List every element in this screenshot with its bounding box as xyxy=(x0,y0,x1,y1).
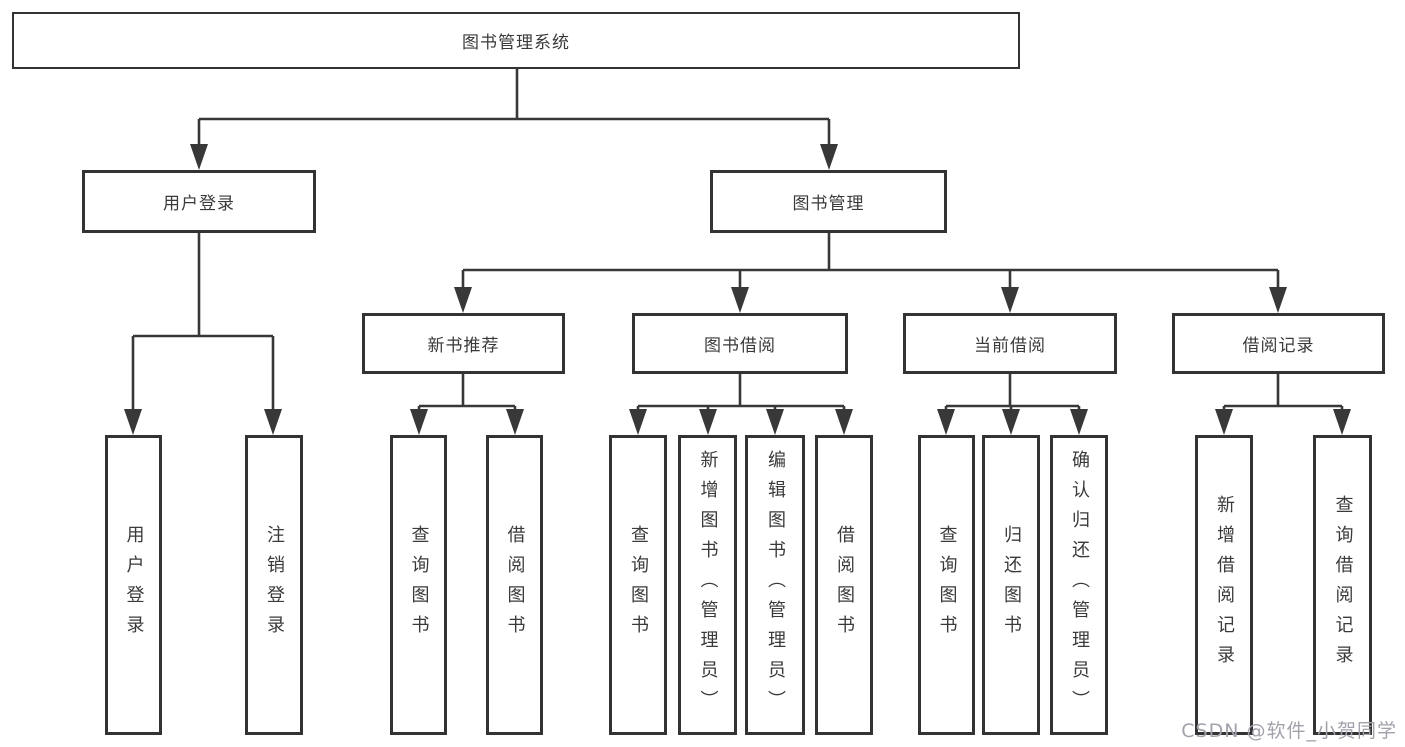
node-borrow-record-label: 借阅记录 xyxy=(1242,336,1315,356)
node-leaf-query-books-c-label: 查询图书 xyxy=(936,525,958,645)
node-leaf-add-book-admin-label: 新增图书（管理员） xyxy=(697,450,719,720)
node-book-borrow-label: 图书借阅 xyxy=(704,336,776,356)
node-root: 图书管理系统 xyxy=(12,12,1020,69)
node-leaf-confirm-return-admin: 确认归还（管理员） xyxy=(1050,435,1108,735)
node-user-login: 用户登录 xyxy=(82,170,316,233)
node-leaf-return-books: 归还图书 xyxy=(982,435,1040,735)
node-leaf-user-login-label: 用户登录 xyxy=(123,525,145,645)
connector-borrow-record-children xyxy=(1215,374,1351,435)
node-leaf-logout-login: 注销登录 xyxy=(245,435,303,735)
node-leaf-edit-book-admin: 编辑图书（管理员） xyxy=(745,435,805,735)
node-leaf-borrow-books-under-book-borrow: 借阅图书 xyxy=(815,435,873,735)
node-leaf-borrow-books-a-label: 借阅图书 xyxy=(504,525,526,645)
node-leaf-confirm-return-admin-label: 确认归还（管理员） xyxy=(1069,450,1090,720)
node-leaf-user-login: 用户登录 xyxy=(105,435,162,735)
node-new-book-rec-label: 新书推荐 xyxy=(427,336,500,356)
node-book-borrow: 图书借阅 xyxy=(632,313,848,374)
csdn-watermark: CSDN @软件_小贺同学 xyxy=(1181,720,1397,742)
connector-current-borrow-children xyxy=(937,374,1088,435)
node-leaf-query-borrow-record: 查询借阅记录 xyxy=(1313,435,1372,735)
connector-new-book-rec-children xyxy=(410,374,524,435)
node-borrow-record: 借阅记录 xyxy=(1172,313,1385,374)
node-leaf-query-borrow-record-label: 查询借阅记录 xyxy=(1332,495,1354,675)
node-leaf-add-borrow-record: 新增借阅记录 xyxy=(1195,435,1253,735)
node-current-borrow: 当前借阅 xyxy=(903,313,1117,374)
node-leaf-add-borrow-record-label: 新增借阅记录 xyxy=(1214,495,1235,675)
node-book-mgmt-label: 图书管理 xyxy=(792,194,865,214)
node-leaf-query-books-under-new-book-rec: 查询图书 xyxy=(390,435,447,735)
node-leaf-query-books-under-current-borrow: 查询图书 xyxy=(918,435,975,735)
connector-root-to-level2 xyxy=(190,69,838,170)
node-leaf-borrow-books-b-label: 借阅图书 xyxy=(834,525,855,645)
node-leaf-query-books-b-label: 查询图书 xyxy=(628,525,649,645)
connector-book-mgmt-children xyxy=(454,233,1287,313)
node-leaf-add-book-admin: 新增图书（管理员） xyxy=(678,435,737,735)
node-user-login-label: 用户登录 xyxy=(163,194,235,214)
node-leaf-return-books-label: 归还图书 xyxy=(1001,525,1022,645)
node-leaf-logout-login-label: 注销登录 xyxy=(264,525,285,645)
node-root-label: 图书管理系统 xyxy=(462,33,570,53)
node-leaf-edit-book-admin-label: 编辑图书（管理员） xyxy=(765,450,786,720)
node-leaf-borrow-books-under-new-book-rec: 借阅图书 xyxy=(486,435,543,735)
node-leaf-query-books-under-book-borrow: 查询图书 xyxy=(609,435,667,735)
node-new-book-rec: 新书推荐 xyxy=(362,313,565,374)
node-book-mgmt: 图书管理 xyxy=(710,170,947,233)
connector-user-login-children xyxy=(124,233,282,435)
node-current-borrow-label: 当前借阅 xyxy=(974,336,1046,356)
node-leaf-query-books-a-label: 查询图书 xyxy=(408,525,430,645)
connector-book-borrow-children xyxy=(629,374,853,435)
